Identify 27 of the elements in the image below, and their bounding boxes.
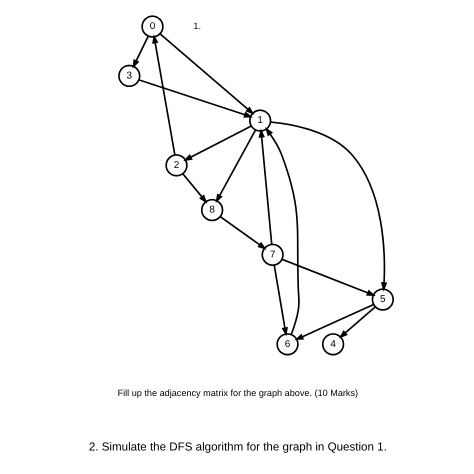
label: 2. Simulate the DFS algorithm for the graph in Question 1. xyxy=(88,441,387,454)
arrow xyxy=(338,306,376,338)
arrow xyxy=(270,121,388,292)
node-circle: 1 xyxy=(249,109,272,132)
node-circle: 6 xyxy=(276,333,299,356)
arrow xyxy=(183,125,252,162)
node-circle: 5 xyxy=(372,288,394,311)
arrow xyxy=(132,36,149,69)
arrow xyxy=(265,127,300,335)
arrow xyxy=(294,304,374,340)
label: 1. xyxy=(193,20,202,31)
arrow xyxy=(152,34,176,156)
node-circle: 0 xyxy=(141,15,164,38)
node-circle: 2 xyxy=(165,154,188,177)
arrow xyxy=(273,265,288,336)
node-circle: 4 xyxy=(322,333,344,356)
node-circle: 3 xyxy=(118,64,140,88)
arrow xyxy=(138,79,253,118)
arrow xyxy=(182,173,208,204)
arrow xyxy=(258,128,273,244)
node-circle: 8 xyxy=(200,198,224,222)
node-circle: 7 xyxy=(261,244,284,266)
label: Fill up the adjacency matrix for the graph above. (10 Marks) xyxy=(118,388,358,398)
arrow xyxy=(216,130,256,203)
arrow xyxy=(282,258,376,296)
arrow xyxy=(160,33,254,115)
arrow xyxy=(220,216,267,250)
